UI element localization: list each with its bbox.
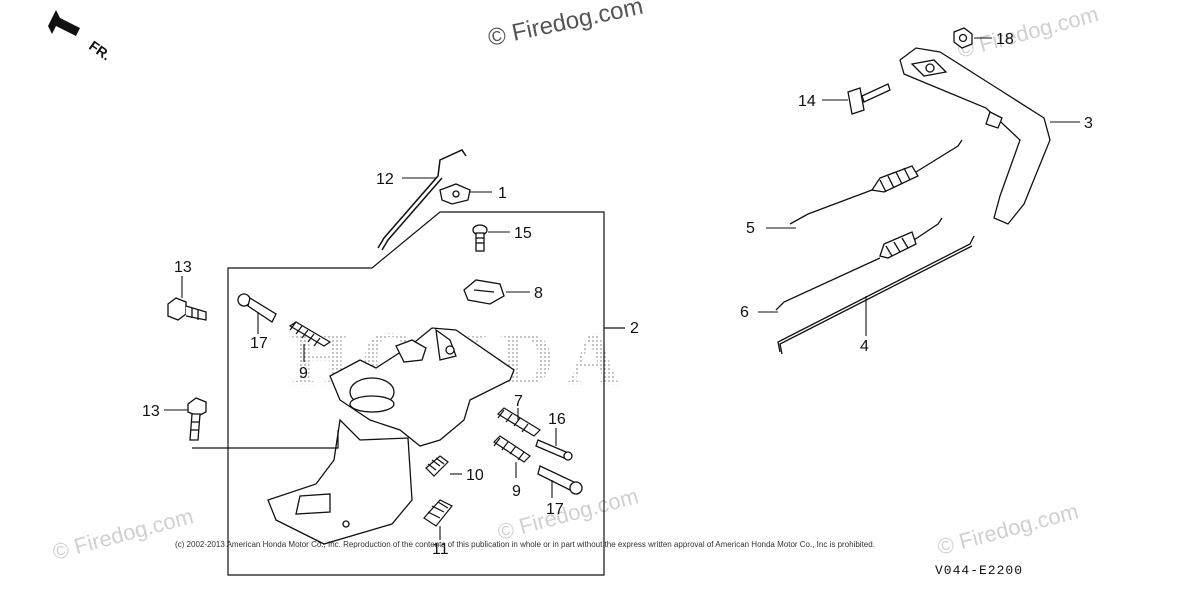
front-label: FR. (86, 37, 114, 63)
callout-13: 13 (174, 259, 192, 276)
clip-part (439, 183, 471, 205)
callout-7: 7 (514, 393, 523, 410)
diagram-code: V044-E2200 (935, 563, 1024, 578)
front-direction-arrow-icon (48, 10, 80, 36)
callout-5: 5 (746, 220, 755, 237)
throttle-rod-part (777, 235, 975, 355)
leader-line (192, 430, 339, 449)
callout-12: 12 (376, 171, 394, 188)
spring-part (423, 499, 453, 527)
nut-part (953, 27, 973, 49)
governor-spring-part (775, 217, 943, 311)
callout-9: 9 (512, 483, 521, 500)
callout-6: 6 (740, 304, 749, 321)
bolt-part (847, 83, 891, 115)
governor-rod-part (377, 149, 467, 251)
bolt-part (472, 224, 488, 252)
callout-11: 11 (432, 541, 449, 558)
callout-17: 17 (546, 501, 564, 518)
flange-bolt-part (187, 397, 207, 441)
bolt-part (237, 293, 277, 323)
watermark-top: © Firedog.com (486, 0, 646, 52)
copyright-notice: (c) 2002-2013 American Honda Motor Co., … (175, 540, 875, 549)
spring-part (425, 455, 449, 477)
callout-18: 18 (996, 31, 1014, 48)
callout-2: 2 (630, 320, 639, 337)
callout-16: 16 (548, 411, 566, 428)
flange-bolt-part (167, 297, 207, 321)
callout-4: 4 (860, 338, 869, 355)
spring-part (493, 435, 531, 463)
bolt-part (537, 465, 583, 495)
callout-8: 8 (534, 285, 543, 302)
spring-part (497, 407, 541, 437)
watermark-tile: © Firedog.com (50, 503, 196, 565)
callout-15: 15 (514, 225, 532, 242)
control-lever-part (899, 47, 1051, 225)
spring-part (288, 321, 332, 347)
control-base-part (267, 327, 515, 545)
callout-1: 1 (498, 185, 507, 202)
callout-14: 14 (798, 93, 816, 110)
return-spring-part (789, 139, 963, 225)
screw-part (535, 439, 573, 461)
leader-lines (164, 37, 1080, 540)
callout-3: 3 (1084, 115, 1093, 132)
clip-part (463, 279, 505, 305)
governor-assembly-frame (227, 211, 625, 576)
watermark-tile: © Firedog.com (935, 498, 1081, 560)
callout-10: 10 (466, 467, 484, 484)
callout-17: 17 (250, 335, 268, 352)
watermark-tile: © Firedog.com (955, 1, 1101, 63)
callout-9: 9 (299, 365, 308, 382)
callout-13: 13 (142, 403, 160, 420)
